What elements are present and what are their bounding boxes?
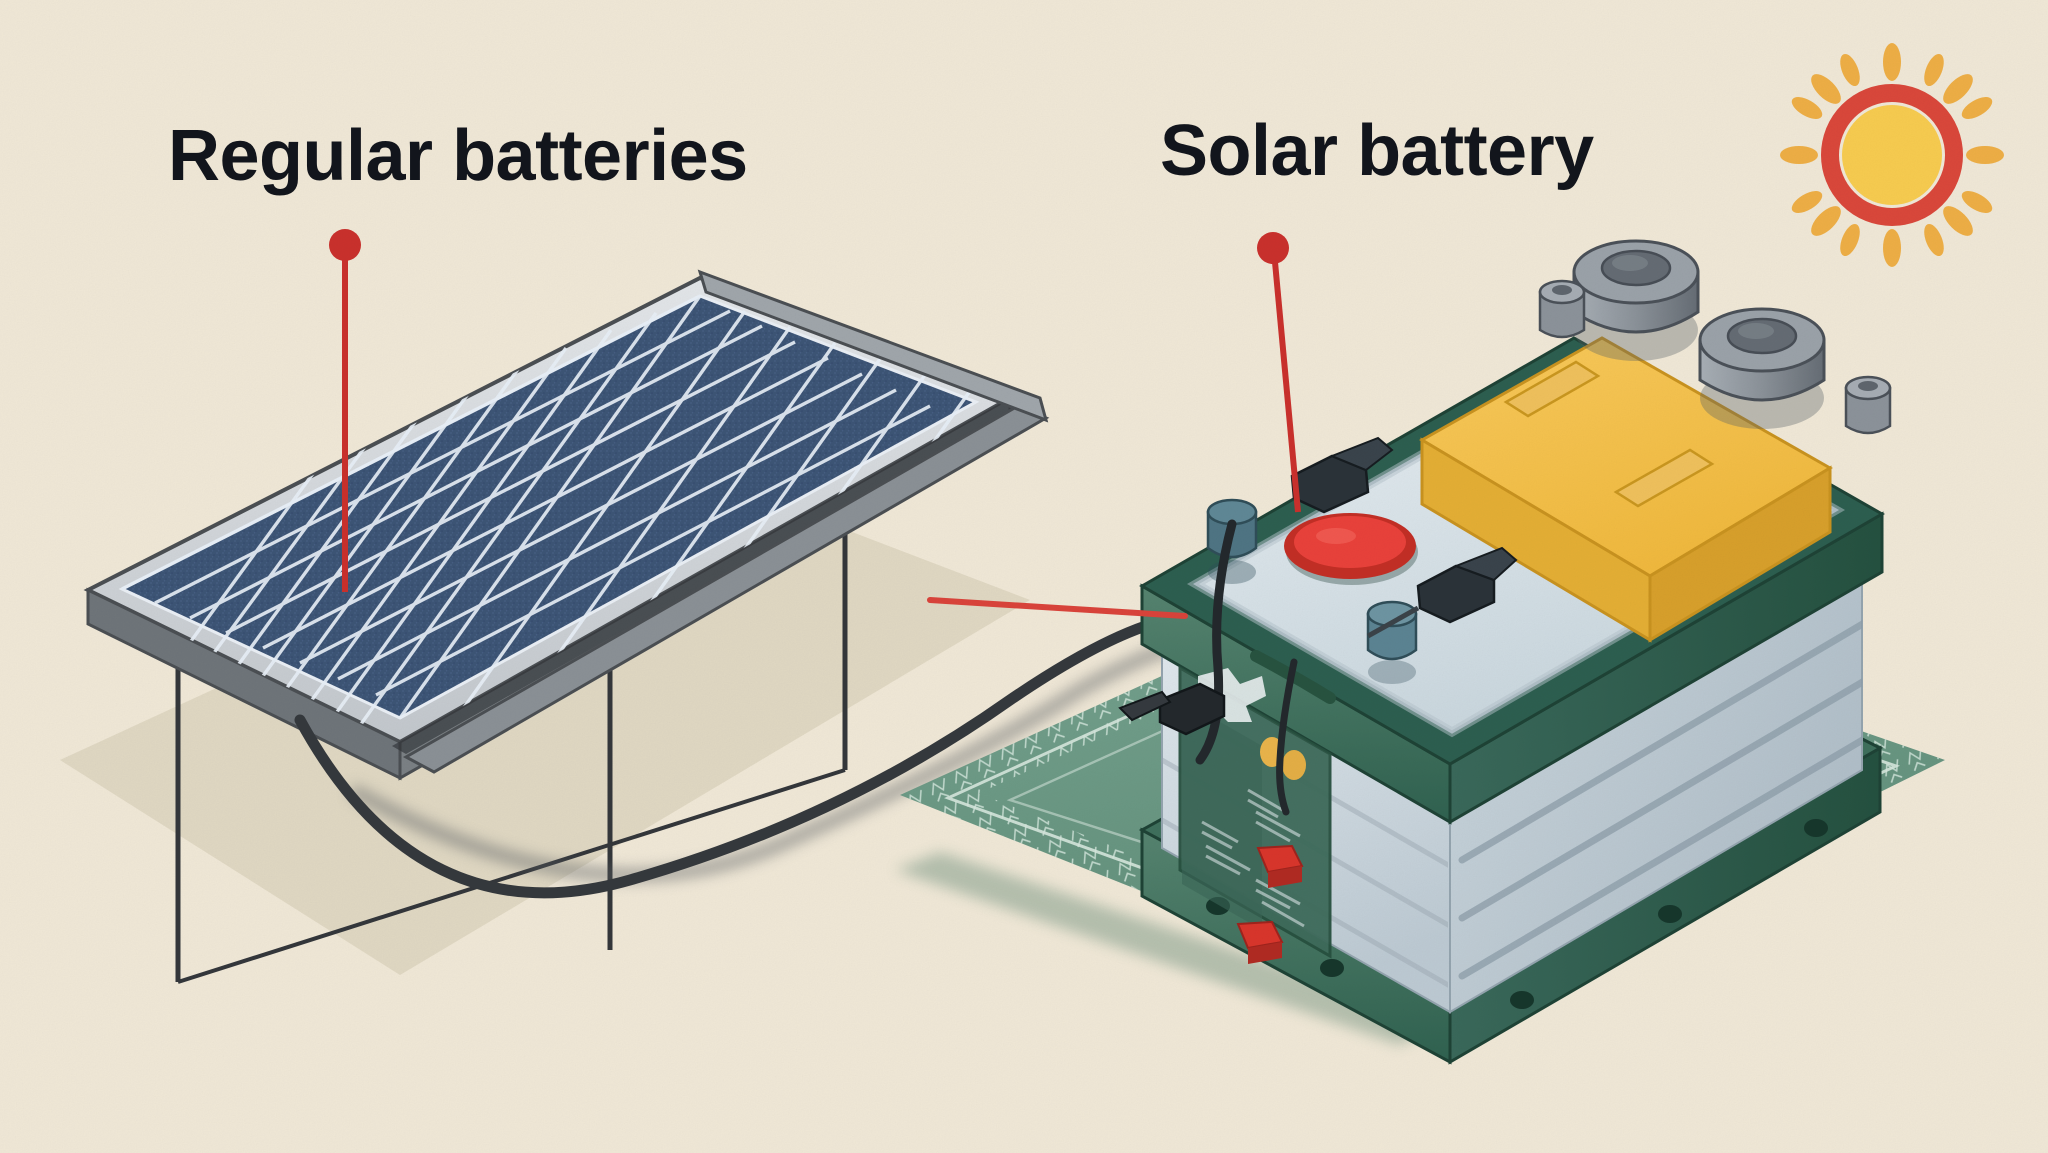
battery-post-small (1844, 375, 1892, 435)
label-regular-batteries: Regular batteries (168, 116, 748, 196)
sun-core (1842, 105, 1942, 205)
battery-post-small (1538, 279, 1586, 339)
battery-terminal-large[interactable] (1572, 239, 1700, 361)
battery-terminal-large[interactable] (1698, 307, 1826, 429)
label-solar-battery: Solar battery (1160, 111, 1594, 191)
sun-icon (1780, 43, 2004, 267)
emergency-disc[interactable] (1284, 513, 1418, 585)
led-indicator (1282, 750, 1306, 780)
